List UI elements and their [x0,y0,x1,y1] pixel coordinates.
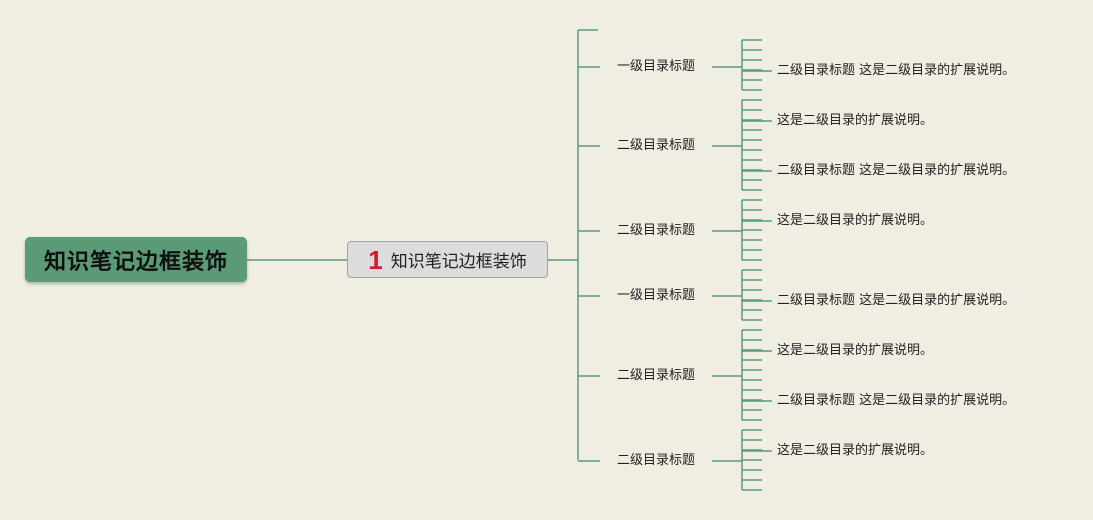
description-text: 这是二级目录的扩展说明。 [777,443,934,458]
root-node[interactable]: 知识笔记边框装饰 [25,237,247,282]
description-text: 二级目录标题 这是二级目录的扩展说明。 [777,163,1016,178]
description-text: 二级目录标题 这是二级目录的扩展说明。 [777,293,1016,308]
topic-number: 1 [368,244,383,275]
description-text: 这是二级目录的扩展说明。 [777,213,934,228]
description-text: 这是二级目录的扩展说明。 [777,343,934,358]
topic-node[interactable]: 二级目录标题 [616,453,695,468]
central-topic-node[interactable]: 1 知识笔记边框装饰 [347,241,548,278]
central-topic-label: 知识笔记边框装饰 [390,252,527,272]
topic-node[interactable]: 二级目录标题 [616,223,695,238]
description-text: 这是二级目录的扩展说明。 [777,113,934,128]
description-text: 二级目录标题 这是二级目录的扩展说明。 [777,393,1016,408]
topic-node[interactable]: 一级目录标题 [616,288,695,303]
topic-node[interactable]: 二级目录标题 [616,368,695,383]
topic-node[interactable]: 一级目录标题 [616,59,695,74]
topic-node[interactable]: 二级目录标题 [616,138,695,153]
description-text: 二级目录标题 这是二级目录的扩展说明。 [777,63,1016,78]
